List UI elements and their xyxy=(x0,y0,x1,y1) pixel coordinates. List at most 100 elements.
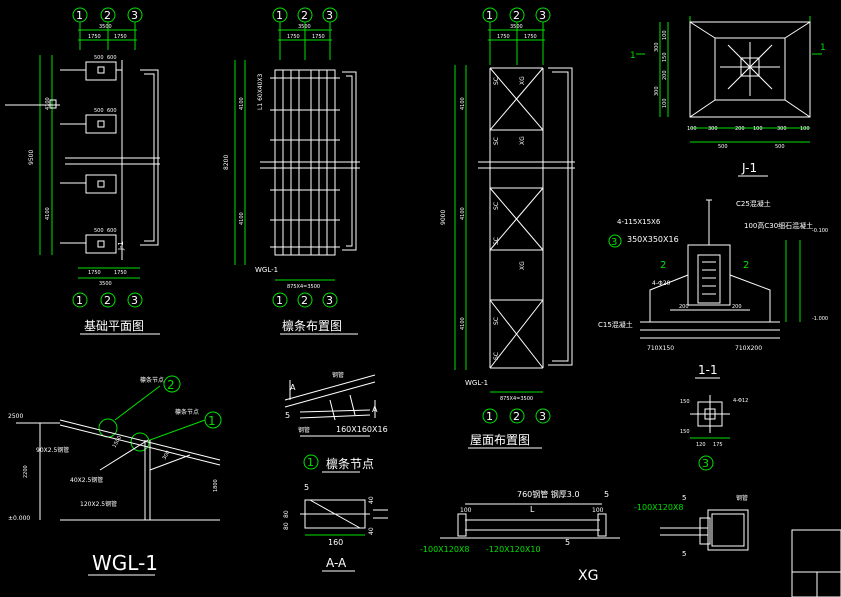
svg-text:600: 600 xyxy=(107,108,117,114)
svg-text:500: 500 xyxy=(94,108,104,114)
title-block xyxy=(791,529,841,597)
svg-text:875X4=3500: 875X4=3500 xyxy=(287,284,320,290)
grid-label-3: 3 xyxy=(131,9,138,22)
svg-text:檩条节点: 檩条节点 xyxy=(140,376,164,384)
svg-text:SC: SC xyxy=(493,237,500,245)
svg-text:1: 1 xyxy=(276,9,283,22)
svg-text:1750: 1750 xyxy=(312,34,325,40)
svg-text:钢管: 钢管 xyxy=(298,426,310,434)
svg-text:XG: XG xyxy=(519,76,526,85)
svg-text:钢管: 钢管 xyxy=(736,494,748,502)
svg-text:500: 500 xyxy=(718,144,728,150)
svg-text:-120X120X10: -120X120X10 xyxy=(486,545,541,554)
svg-text:500: 500 xyxy=(775,144,785,150)
svg-text:300: 300 xyxy=(162,450,172,461)
svg-text:1750: 1750 xyxy=(88,270,101,276)
svg-text:875X4=3500: 875X4=3500 xyxy=(500,396,533,402)
svg-text:-100X120X8: -100X120X8 xyxy=(634,503,683,512)
svg-text:3: 3 xyxy=(326,294,333,307)
purlin-lines xyxy=(260,70,360,255)
footing-row-2: 500 600 xyxy=(85,108,117,134)
svg-text:2: 2 xyxy=(513,9,520,22)
purlin-note: L1 60X40X3 xyxy=(257,73,264,110)
svg-text:350X350X16: 350X350X16 xyxy=(627,235,679,244)
svg-text:XG: XG xyxy=(519,261,526,270)
svg-text:300: 300 xyxy=(654,42,660,52)
svg-text:C15混凝土: C15混凝土 xyxy=(598,320,633,329)
svg-text:1750: 1750 xyxy=(497,34,510,40)
wgl-title: WGL-1 xyxy=(92,551,158,575)
svg-text:1: 1 xyxy=(208,414,216,428)
svg-text:600: 600 xyxy=(107,228,117,234)
svg-text:L: L xyxy=(530,505,535,514)
j1-tag: J-1 xyxy=(117,241,125,251)
svg-text:600: 600 xyxy=(107,55,117,61)
section-title: 1-1 xyxy=(698,363,718,377)
svg-text:80: 80 xyxy=(283,522,290,530)
svg-text:檩条节点: 檩条节点 xyxy=(175,408,199,416)
svg-text:80: 80 xyxy=(283,510,290,518)
dim-3500: 3500 xyxy=(99,24,112,30)
aa-title: A-A xyxy=(326,556,347,570)
svg-text:90X2.5钢管: 90X2.5钢管 xyxy=(36,446,69,454)
svg-text:1800: 1800 xyxy=(213,479,219,492)
svg-text:150: 150 xyxy=(680,399,690,405)
svg-text:2: 2 xyxy=(301,294,308,307)
node-3-detail: 4-Φ12 150 150 120 175 3 xyxy=(680,395,748,471)
svg-text:300: 300 xyxy=(654,86,660,96)
roof-plan-title: 屋面布置图 xyxy=(470,433,530,447)
svg-text:2500: 2500 xyxy=(8,413,23,420)
svg-text:4-115X15X6: 4-115X15X6 xyxy=(617,218,661,226)
footing-row-3 xyxy=(85,174,117,194)
svg-text:钢管: 钢管 xyxy=(332,371,344,379)
dim-1750-a: 1750 xyxy=(88,34,101,40)
dim-1750-b: 1750 xyxy=(114,34,127,40)
svg-text:710X150: 710X150 xyxy=(647,345,674,352)
svg-text:500: 500 xyxy=(94,228,104,234)
svg-text:5: 5 xyxy=(604,490,609,499)
svg-text:2: 2 xyxy=(104,294,111,307)
svg-text:8200: 8200 xyxy=(223,155,230,170)
svg-text:160X160X16: 160X160X16 xyxy=(336,425,388,434)
dim-total: 9500 xyxy=(28,150,35,165)
dim-left-1: 4100 xyxy=(45,97,51,110)
svg-text:100: 100 xyxy=(800,126,810,132)
svg-text:1500: 1500 xyxy=(112,435,124,449)
svg-text:WGL-1: WGL-1 xyxy=(255,266,278,274)
svg-text:-0.100: -0.100 xyxy=(812,228,828,234)
svg-text:A: A xyxy=(290,383,296,392)
roof-plan: 1 2 3 3500 1750 1750 9000 4100 4100 4100 xyxy=(440,7,575,449)
j1-title: J-1 xyxy=(741,161,757,175)
svg-text:4100: 4100 xyxy=(460,97,466,110)
svg-text:1: 1 xyxy=(76,294,83,307)
wgl-1-elevation: 2500 90X2.5钢管 40X2.5钢管 120X2.5钢管 ±0.000 … xyxy=(8,375,222,576)
svg-text:710X200: 710X200 xyxy=(735,345,762,352)
svg-text:SC: SC xyxy=(493,137,500,145)
svg-text:5: 5 xyxy=(285,411,290,420)
svg-text:200: 200 xyxy=(662,70,668,80)
svg-text:2: 2 xyxy=(660,260,666,271)
purlin-plan-title: 檩条布置图 xyxy=(282,318,342,333)
svg-text:4-Φ12: 4-Φ12 xyxy=(733,398,748,404)
svg-text:3: 3 xyxy=(539,410,546,423)
svg-text:1750: 1750 xyxy=(287,34,300,40)
svg-text:5: 5 xyxy=(304,483,309,492)
svg-text:3500: 3500 xyxy=(99,281,112,287)
svg-text:500: 500 xyxy=(94,55,104,61)
svg-text:4100: 4100 xyxy=(460,207,466,220)
svg-text:SC: SC xyxy=(493,317,500,325)
svg-text:SC: SC xyxy=(493,202,500,210)
section-1-1: 4-115X15X6 C25混凝土 100高C30细石混凝土 350X350X1… xyxy=(598,199,828,379)
svg-text:150: 150 xyxy=(680,429,690,435)
svg-text:XG: XG xyxy=(519,136,526,145)
svg-text:4100: 4100 xyxy=(460,317,466,330)
svg-text:40: 40 xyxy=(368,527,375,535)
svg-text:SC: SC xyxy=(493,77,500,85)
svg-text:2: 2 xyxy=(513,410,520,423)
purlin-plan: 1 2 3 3500 1750 1750 8200 4100 4100 L1 6… xyxy=(223,7,360,335)
svg-text:3: 3 xyxy=(702,457,709,470)
svg-text:3500: 3500 xyxy=(510,24,523,30)
svg-text:100: 100 xyxy=(662,98,668,108)
joint-detail-right: -100X120X8 5 钢管 5 xyxy=(634,494,749,558)
